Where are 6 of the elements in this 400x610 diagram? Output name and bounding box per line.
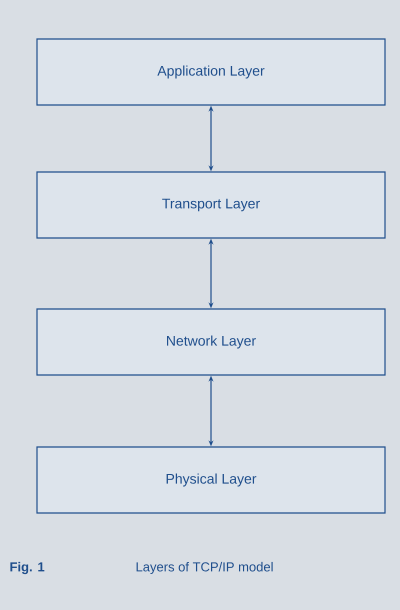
figure-number: Fig. 1	[10, 562, 44, 574]
layer-box: Transport Layer	[36, 171, 386, 239]
layer-box: Network Layer	[36, 308, 386, 376]
layer-box: Physical Layer	[36, 446, 386, 514]
layer-box: Application Layer	[36, 38, 386, 106]
caption: Layers of TCP/IP model	[136, 562, 273, 574]
